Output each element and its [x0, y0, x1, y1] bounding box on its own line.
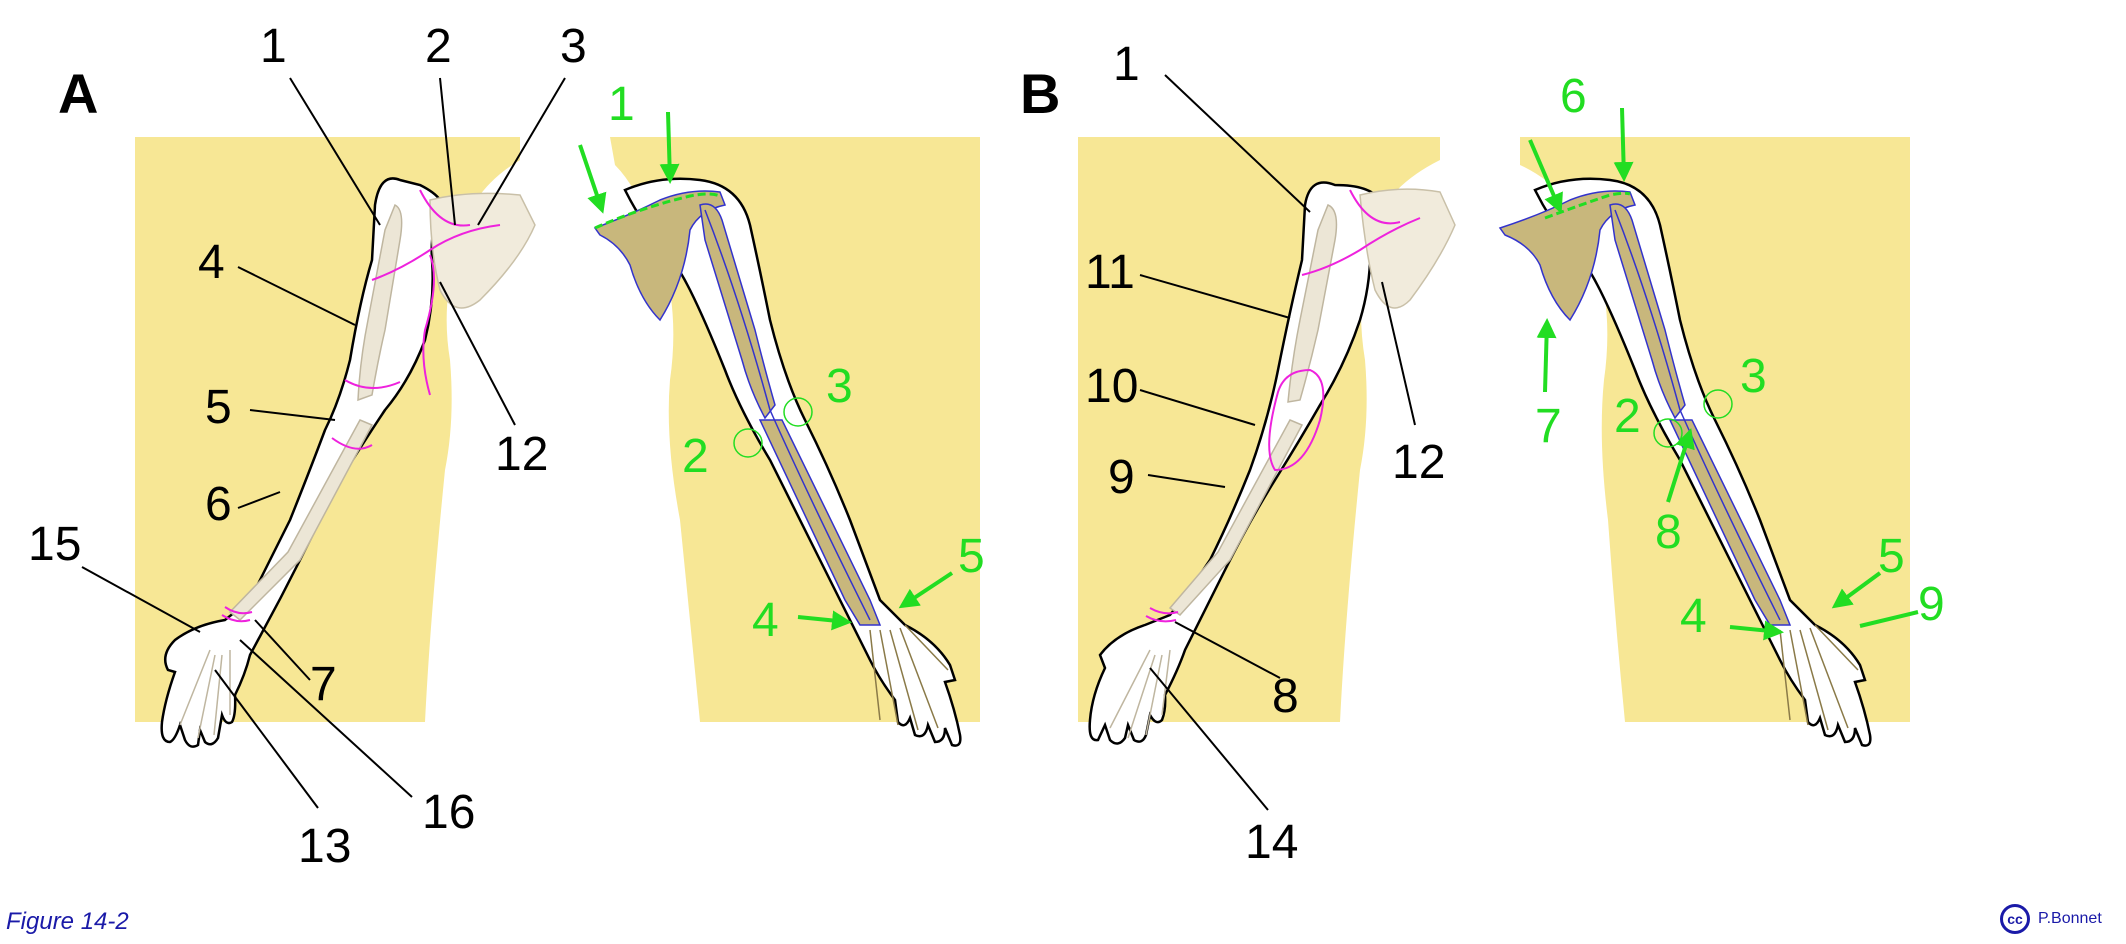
incision-lines-a-left [221, 189, 501, 623]
panel-a-label-15: 15 [28, 518, 81, 571]
humerus-b-left [1287, 204, 1338, 403]
arm-b-left [1088, 181, 1456, 745]
arm-a-right [593, 177, 962, 747]
cc-license-icon: cc [2000, 904, 2030, 934]
vessel-a-right [704, 209, 871, 621]
panel-b-green-label-4: 4 [1680, 590, 1707, 643]
clavicle-scapula-b-right [1498, 190, 1637, 322]
panel-b-letter: B [1020, 62, 1060, 125]
panel-a-green-label-5: 5 [958, 530, 985, 583]
arm-a-left [160, 177, 536, 748]
forearm-bones-a-left [228, 419, 374, 622]
panel-b-label-1: 1 [1113, 38, 1140, 91]
green-arrows-b [1528, 107, 1919, 641]
hand-a-right [869, 624, 949, 731]
panel-a-green-label-3: 3 [826, 360, 853, 413]
panel-b-green-label-6: 6 [1560, 70, 1587, 123]
panel-b-green-label-5: 5 [1878, 530, 1905, 583]
panel-a-label-5: 5 [205, 381, 232, 434]
panel-b-green-label-9: 9 [1918, 578, 1945, 631]
panel-a-label-16: 16 [422, 786, 475, 839]
leader-lines-b [1139, 74, 1416, 811]
panel-b-label-14: 14 [1245, 816, 1298, 869]
scapula-b-left [1359, 188, 1456, 309]
panel-b-green-label-2: 2 [1614, 390, 1641, 443]
panel-a-letter: A [58, 62, 98, 125]
panel-a-label-1: 1 [260, 20, 287, 73]
hand-b-right [1779, 624, 1859, 731]
panel-a-green-label-2: 2 [682, 430, 709, 483]
circle-marker-a-2 [733, 428, 763, 458]
credit: cc P.Bonnet [2000, 904, 2102, 934]
panel-a-label-7: 7 [310, 658, 337, 711]
author-credit: P.Bonnet [2038, 910, 2102, 927]
panel-b-label-10: 10 [1085, 360, 1138, 413]
panel-a-green-label-4: 4 [752, 594, 779, 647]
panel-a-label-6: 6 [205, 478, 232, 531]
figure-caption: Figure 14-2 [6, 908, 129, 935]
panel-a-label-4: 4 [198, 236, 225, 289]
leader-lines-a [81, 77, 566, 809]
panel-a-label-3: 3 [560, 20, 587, 73]
panel-a-label-13: 13 [298, 820, 351, 873]
scapula-a-left [429, 192, 536, 309]
green-arrows-a [578, 111, 954, 631]
clavicle-marker-a [594, 192, 721, 230]
panel-a [81, 77, 980, 809]
arm-b-right [1498, 177, 1872, 747]
panel-a-green-label-1: 1 [608, 78, 635, 131]
circle-marker-a-3 [783, 397, 813, 427]
forearm-bones-b-left [1168, 419, 1304, 616]
panel-b-label-12: 12 [1392, 436, 1445, 489]
panel-b-green-label-8: 8 [1655, 506, 1682, 559]
humerus-b-right [1609, 203, 1686, 420]
panel-a-label-12: 12 [495, 428, 548, 481]
panel-b-green-label-7: 7 [1535, 400, 1562, 453]
hand-a-left [179, 649, 231, 739]
circle-marker-b-3 [1703, 389, 1733, 419]
panel-b-green-label-3: 3 [1740, 350, 1767, 403]
clavicle-marker-b [1544, 191, 1631, 220]
panel-a-label-2: 2 [425, 20, 452, 73]
panel-b-label-11: 11 [1085, 246, 1135, 299]
panel-b [1078, 74, 1919, 811]
panel-b-label-9: 9 [1108, 451, 1135, 504]
forearm-bones-b-right [1668, 419, 1792, 626]
incision-lines-b-left [1145, 189, 1421, 623]
clavicle-scapula-a-right [593, 190, 727, 322]
humerus-a-right [699, 203, 776, 420]
vessel-b-right [1614, 209, 1781, 621]
humerus-a-left [357, 203, 403, 402]
panel-b-label-8: 8 [1272, 670, 1299, 723]
forearm-bones-a-right [758, 419, 882, 626]
